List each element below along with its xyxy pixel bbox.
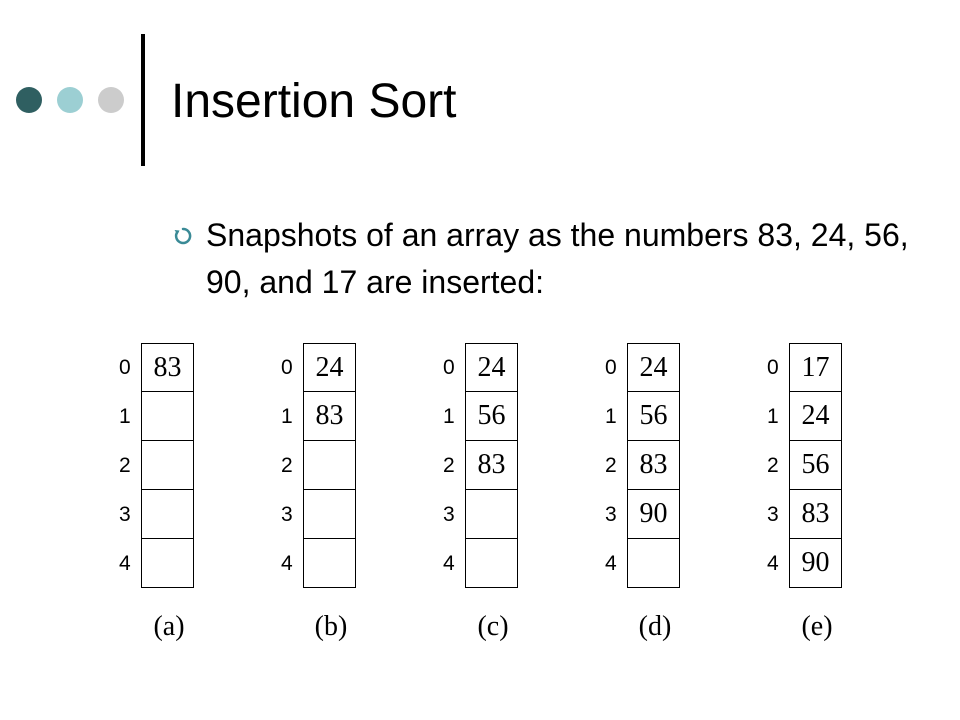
title-divider (141, 34, 145, 166)
array-index-label: 0 (281, 356, 293, 379)
array-index-label: 3 (443, 503, 455, 526)
dot-dark-icon (16, 87, 42, 113)
array-index-label: 4 (767, 552, 779, 575)
array-cell: 24 (789, 392, 842, 441)
slide-title: Insertion Sort (171, 75, 457, 128)
snapshot-caption: (a) (153, 611, 185, 642)
array-index-label: 3 (605, 503, 617, 526)
array-cell: 24 (627, 343, 680, 392)
array-index-label: 3 (281, 503, 293, 526)
array-cell: 90 (627, 490, 680, 539)
array-index-label: 4 (119, 552, 131, 575)
array-cell (303, 441, 356, 490)
array-cell (627, 539, 680, 588)
array-index-label: 1 (119, 405, 131, 428)
array-index-label: 4 (605, 552, 617, 575)
array-cell: 90 (789, 539, 842, 588)
array-index-label: 1 (443, 405, 455, 428)
array-cell: 83 (303, 392, 356, 441)
dot-teal-icon (57, 87, 83, 113)
array-index-label: 0 (605, 356, 617, 379)
array-index-label: 2 (767, 454, 779, 477)
array-cell (465, 490, 518, 539)
array-cell: 56 (789, 441, 842, 490)
snapshot-caption: (b) (314, 611, 348, 642)
array-index-label: 2 (443, 454, 455, 477)
snapshot-column: 0 24 1 83 2 3 4 (b) (281, 343, 401, 643)
array-cell (303, 539, 356, 588)
snapshot-column: 0 24 1 56 2 83 3 4 (c) (443, 343, 563, 643)
bullet-text: Snapshots of an array as the numbers 83,… (206, 217, 909, 300)
array-cell (303, 490, 356, 539)
snapshot-caption: (e) (801, 611, 833, 642)
array-index-label: 2 (281, 454, 293, 477)
dot-gray-icon (98, 87, 124, 113)
array-index-label: 4 (281, 552, 293, 575)
array-cell: 83 (141, 343, 194, 392)
array-cell: 24 (465, 343, 518, 392)
array-index-label: 2 (605, 454, 617, 477)
snapshot-column: 0 17 1 24 2 56 3 83 4 90 (e) (767, 343, 887, 643)
array-cell: 56 (627, 392, 680, 441)
array-cell (141, 539, 194, 588)
array-index-label: 1 (281, 405, 293, 428)
snapshot-caption: (c) (477, 611, 509, 642)
snapshot-column: 0 24 1 56 2 83 3 90 4 (d) (605, 343, 725, 643)
array-cell: 56 (465, 392, 518, 441)
array-index-label: 3 (767, 503, 779, 526)
array-index-label: 0 (767, 356, 779, 379)
array-cell (141, 392, 194, 441)
array-index-label: 4 (443, 552, 455, 575)
decorative-dots (16, 87, 126, 113)
snapshot-caption: (d) (638, 611, 672, 642)
array-cell: 83 (627, 441, 680, 490)
snapshot-column: 0 83 1 2 3 4 (a) (119, 343, 239, 643)
array-cell: 83 (789, 490, 842, 539)
array-index-label: 3 (119, 503, 131, 526)
array-index-label: 1 (605, 405, 617, 428)
array-cell (141, 490, 194, 539)
array-cell: 17 (789, 343, 842, 392)
bullet-ring-icon (174, 227, 192, 245)
array-index-label: 0 (443, 356, 455, 379)
array-cell: 83 (465, 441, 518, 490)
array-cell (141, 441, 194, 490)
array-index-label: 0 (119, 356, 131, 379)
array-cell (465, 539, 518, 588)
array-index-label: 2 (119, 454, 131, 477)
array-cell: 24 (303, 343, 356, 392)
array-index-label: 1 (767, 405, 779, 428)
